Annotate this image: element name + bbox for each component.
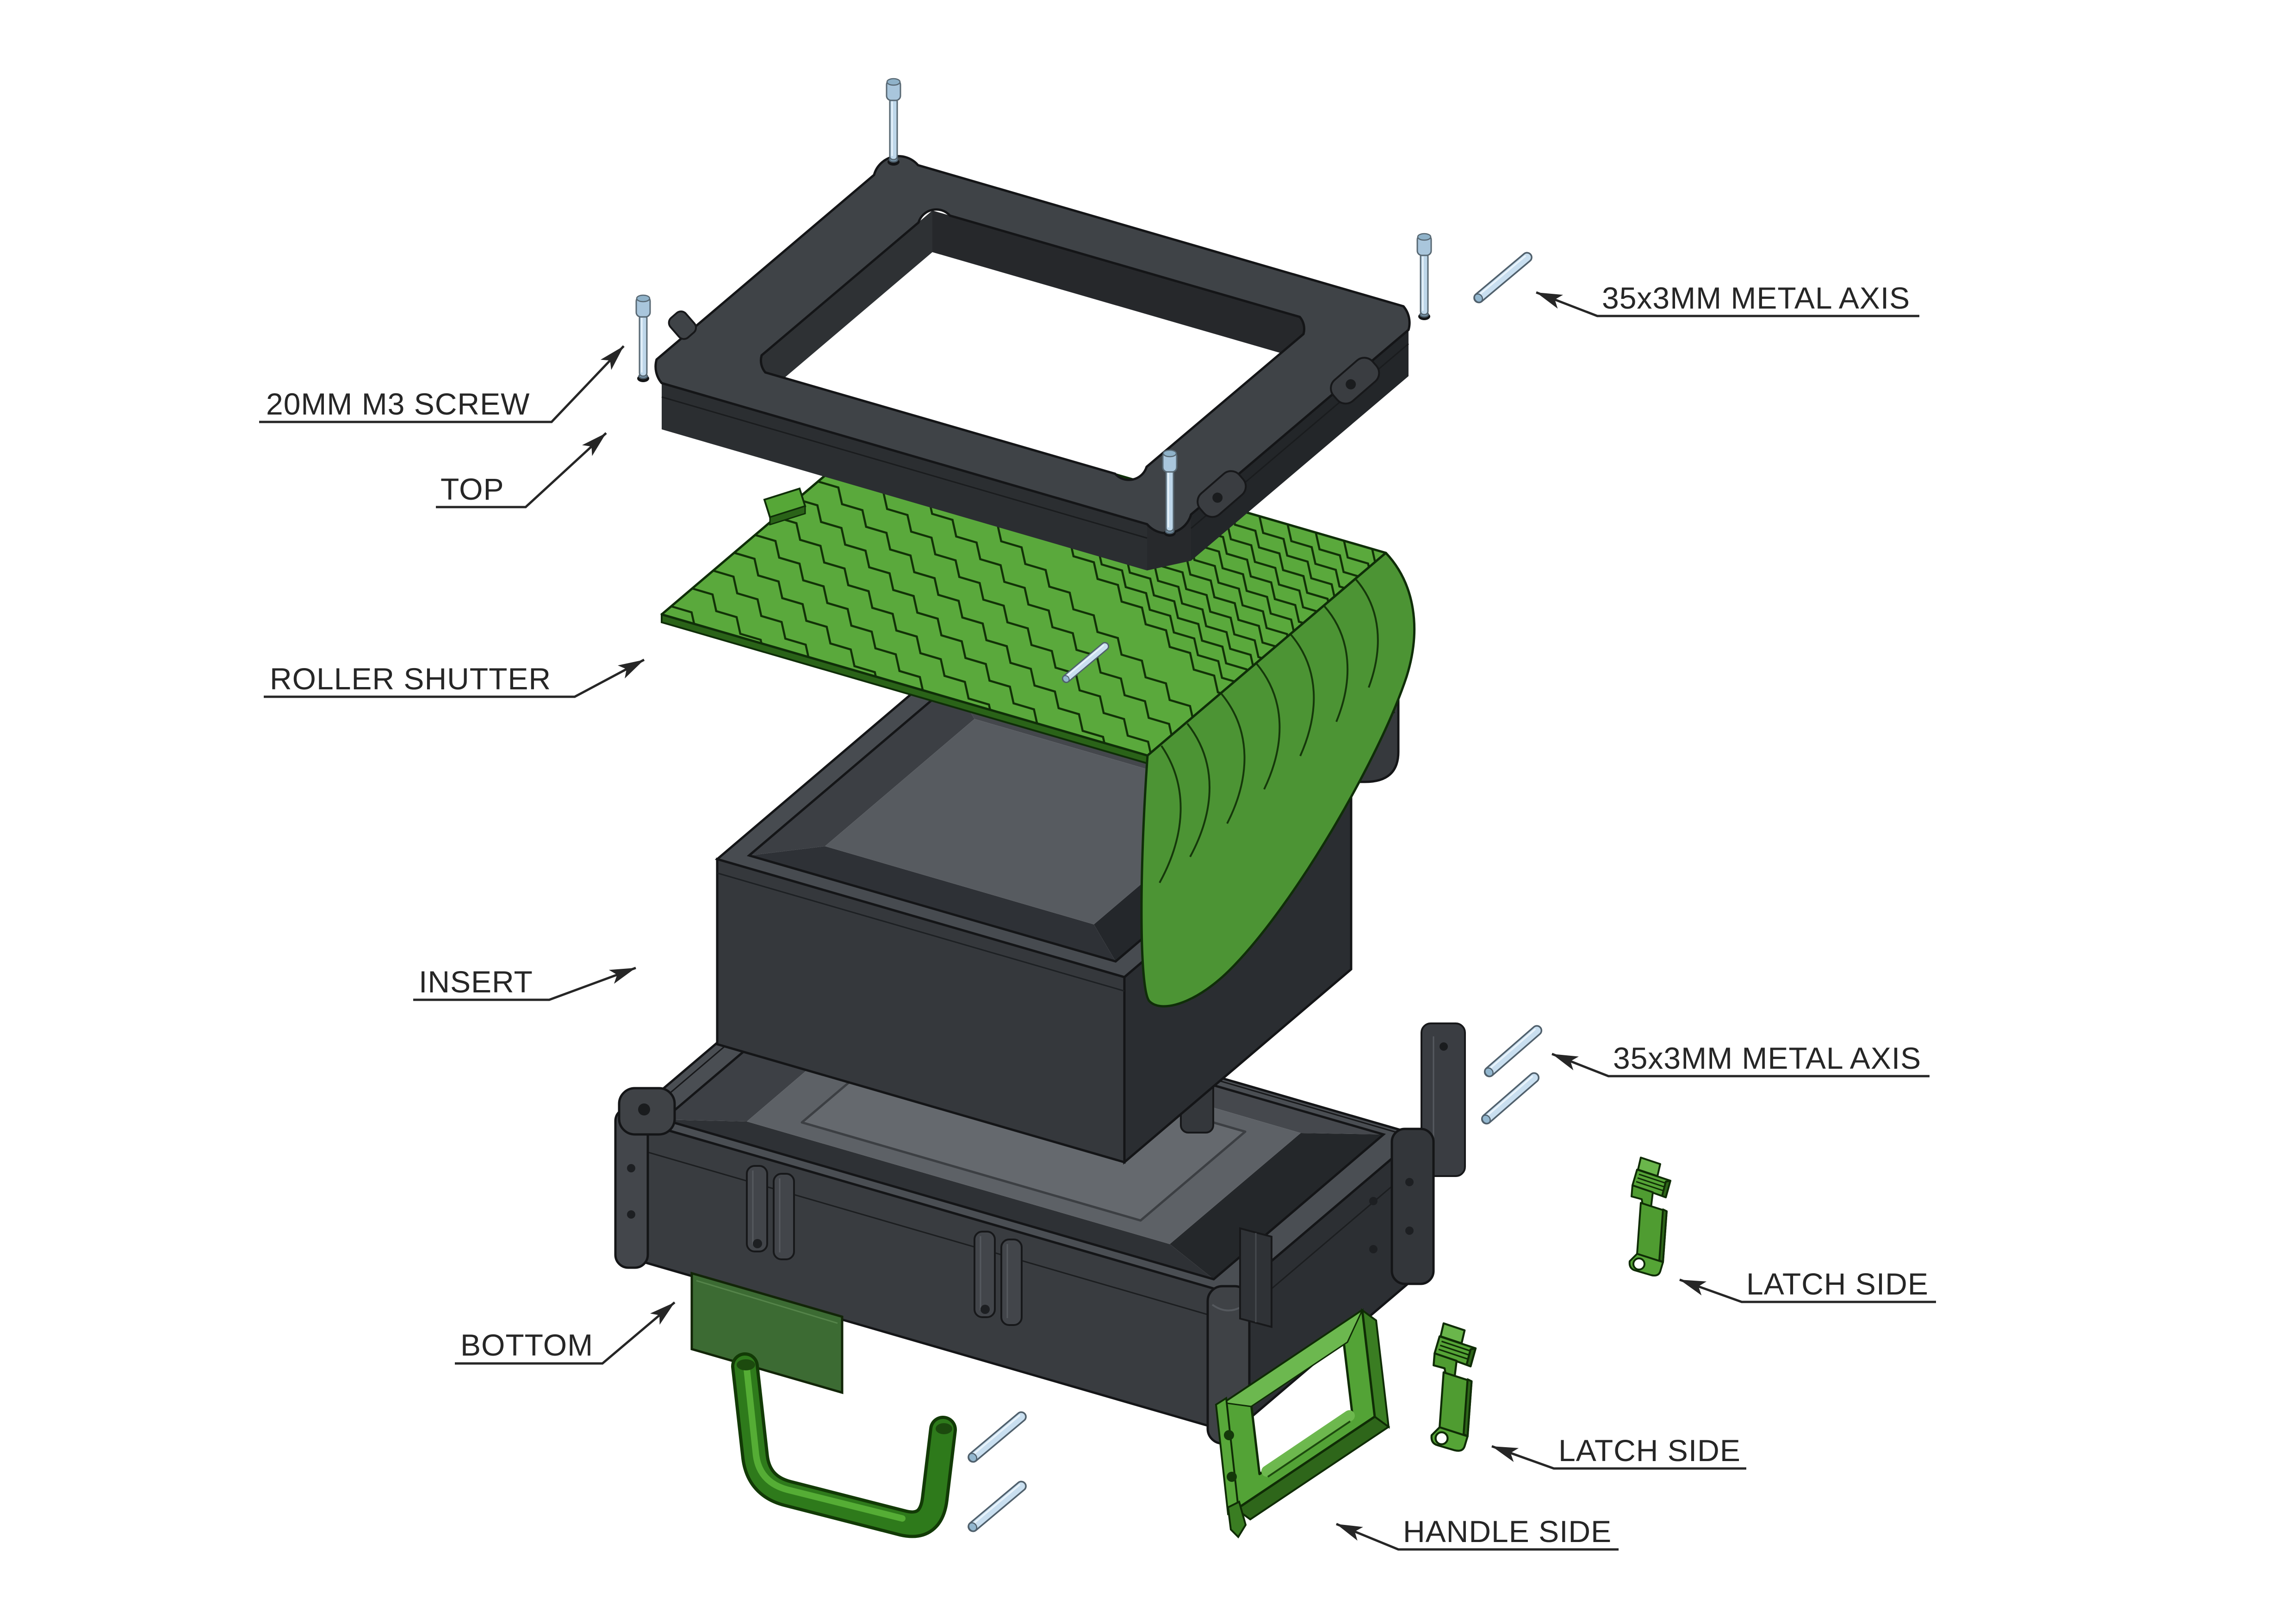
frame-window-wall-left xyxy=(748,211,932,409)
bottom-inner-wall-front-right xyxy=(1170,1133,1384,1279)
leader-bottom xyxy=(455,1301,676,1365)
callout-top: TOP xyxy=(441,472,504,506)
m3-screw xyxy=(886,78,901,163)
leader-metal-axis-top xyxy=(1536,291,1919,317)
frame-side-front-left xyxy=(662,383,1147,570)
metal-axis-pin xyxy=(966,1409,1029,1465)
top-frame-part xyxy=(637,155,1430,570)
insert-inner-wall-left xyxy=(749,682,974,855)
handle-part xyxy=(731,1352,957,1538)
insert-floor xyxy=(825,719,1243,924)
callout-latch-side-2: LATCH SIDE xyxy=(1558,1433,1741,1468)
bottom-hinge-tab xyxy=(974,1231,996,1318)
bottom-hinge-tab xyxy=(1000,1239,1023,1326)
handle-side-grip-bar xyxy=(1261,1410,1355,1477)
frame-face xyxy=(654,155,1411,534)
leader-insert xyxy=(413,966,636,1001)
callout-roller-shutter: ROLLER SHUTTER xyxy=(270,662,551,696)
callout-metal-axis-top: 35x3MM METAL AXIS xyxy=(1602,281,1910,315)
handle-side-top-face xyxy=(1222,1308,1364,1407)
leader-roller-shutter xyxy=(264,658,645,698)
bottom-hinge-tab xyxy=(746,1165,768,1252)
leader-latch-side-2 xyxy=(1491,1445,1746,1470)
insert-inner-wall-front-left xyxy=(749,846,1116,961)
bottom-label-plate xyxy=(690,1271,844,1394)
bottom-hinge-tab xyxy=(773,1173,795,1260)
leader-screw xyxy=(259,345,625,423)
callout-insert: INSERT xyxy=(419,965,533,999)
handle-side-part xyxy=(1215,1308,1390,1539)
callout-handle-side: HANDLE SIDE xyxy=(1403,1514,1612,1549)
metal-axis-pin xyxy=(966,1479,1029,1534)
shutter-curl-slats xyxy=(1159,578,1379,883)
leader-top xyxy=(436,432,607,508)
handle-side-foot xyxy=(1227,1500,1247,1539)
leader-latch-side-1 xyxy=(1679,1278,1936,1303)
callouts: 20MM M3 SCREW TOP ROLLER SHUTTER INSERT … xyxy=(259,281,1936,1551)
callout-metal-axis-mid: 35x3MM METAL AXIS xyxy=(1613,1041,1921,1075)
leader-metal-axis-mid xyxy=(1551,1053,1930,1078)
shutter-face xyxy=(662,412,1386,756)
metal-axis-pin xyxy=(1479,1070,1542,1127)
shutter-curl xyxy=(1140,551,1416,1008)
callout-latch-side-1: LATCH SIDE xyxy=(1746,1267,1929,1301)
m3-screw xyxy=(635,294,651,379)
callout-bottom: BOTTOM xyxy=(460,1328,593,1362)
bottom-corner-pillar-right xyxy=(1390,1127,1435,1285)
latch-side-bracket xyxy=(1432,1323,1476,1450)
latch-side-parts xyxy=(1432,1157,1671,1451)
leader-handle-side xyxy=(1336,1523,1619,1551)
frame-window-wall-back xyxy=(932,211,1317,364)
callout-screw: 20MM M3 SCREW xyxy=(266,387,530,421)
frame-tab xyxy=(668,310,697,340)
m3-screw xyxy=(1416,233,1432,318)
latch-side-bracket xyxy=(1628,1157,1671,1276)
metal-axis-pin xyxy=(1482,1023,1545,1079)
metal-axis-pin xyxy=(1471,250,1534,305)
